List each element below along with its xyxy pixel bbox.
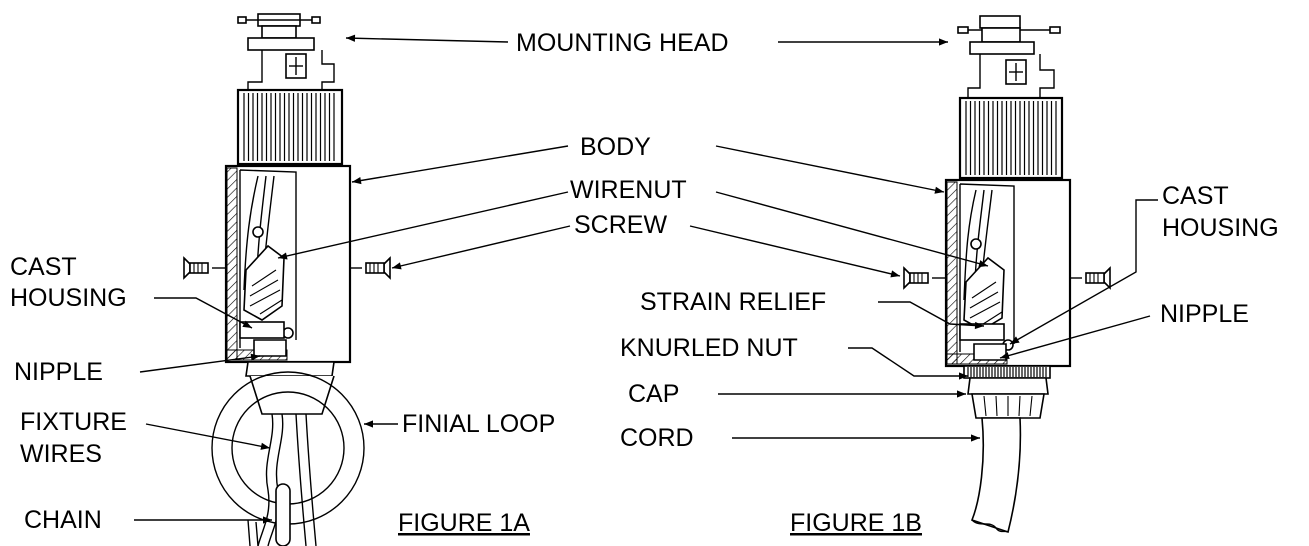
label-fixture-wires-line1: FIXTURE <box>20 408 127 436</box>
body-1a <box>224 164 352 364</box>
figure-1a-assembly <box>183 13 391 546</box>
mounting-head-1b <box>957 15 1061 99</box>
chain-1a <box>247 483 291 546</box>
label-screw: SCREW <box>574 211 667 239</box>
label-cap: CAP <box>628 380 679 408</box>
knurled-nut-1b <box>963 365 1051 379</box>
screw-left-1a <box>183 256 226 280</box>
labels: MOUNTING HEAD BODY WIRENUT SCREW CAST HO… <box>10 29 1279 537</box>
label-cast-housing-1b-line1: CAST <box>1162 182 1229 210</box>
caption-figure-1b: FIGURE 1B <box>790 509 922 537</box>
label-nipple-1a: NIPPLE <box>14 358 103 386</box>
knurled-section-1b <box>958 96 1064 180</box>
label-finial-loop: FINIAL LOOP <box>402 410 555 438</box>
label-knurled-nut: KNURLED NUT <box>620 334 798 362</box>
label-wirenut: WIRENUT <box>570 176 687 204</box>
label-body: BODY <box>580 133 651 161</box>
label-cast-housing-1a-line1: CAST <box>10 253 77 281</box>
cord-1b <box>970 417 1022 534</box>
mounting-head-1a <box>237 13 335 91</box>
label-fixture-wires-line2: WIRES <box>20 440 102 468</box>
screw-right-1b <box>1070 266 1111 290</box>
body-1b <box>944 178 1072 368</box>
screw-right-1a <box>350 256 391 280</box>
label-mounting-head: MOUNTING HEAD <box>516 29 729 57</box>
figure-1b-assembly <box>903 15 1111 534</box>
label-chain: CHAIN <box>24 506 102 534</box>
knurled-section-1a <box>236 88 344 166</box>
leader-lines <box>134 34 1158 524</box>
caption-figure-1a: FIGURE 1A <box>398 509 530 537</box>
label-cord: CORD <box>620 424 694 452</box>
label-cast-housing-1b-line2: HOUSING <box>1162 214 1279 242</box>
label-strain-relief: STRAIN RELIEF <box>640 288 826 316</box>
label-cast-housing-1a-line2: HOUSING <box>10 284 127 312</box>
screw-left-1b <box>903 266 946 290</box>
cap-1b <box>967 377 1049 419</box>
label-nipple-1b: NIPPLE <box>1160 300 1249 328</box>
